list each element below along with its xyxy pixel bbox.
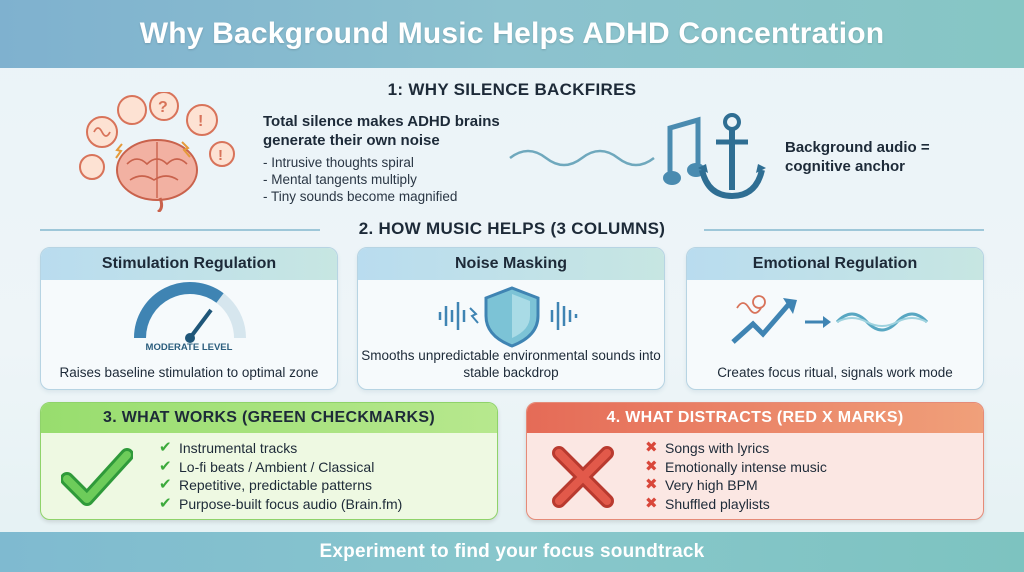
check-icon: ✔ — [159, 476, 172, 493]
item-label: Very high BPM — [665, 477, 758, 493]
item-label: Emotionally intense music — [665, 458, 827, 475]
brain-question-1: ? — [158, 99, 168, 116]
x-icon: ✖ — [645, 494, 658, 512]
header-banner: Why Background Music Helps ADHD Concentr… — [0, 0, 1024, 68]
divider-right — [704, 229, 984, 231]
gauge-label: MODERATE LEVEL — [145, 342, 233, 353]
list-item: ✔ Lo-fi beats / Ambient / Classical — [159, 458, 402, 477]
what-distracts-list: ✖ Songs with lyrics ✖ Emotionally intense … — [645, 439, 827, 513]
section2-divider — [40, 219, 984, 239]
x-icon: ✖ — [645, 457, 658, 475]
card-body: Smooths unpredictable environmental soun… — [358, 280, 664, 389]
card-heading: Stimulation Regulation — [41, 248, 337, 280]
section2-title: 2. HOW MUSIC HELPS (3 COLUMNS) — [358, 219, 666, 238]
x-icon: ✖ — [645, 476, 658, 493]
big-x-icon — [552, 446, 614, 508]
list-item: ✖ Songs with lyrics — [645, 439, 827, 458]
item-label: Songs with lyrics — [665, 440, 770, 456]
check-icon: ✔ — [159, 439, 172, 456]
what-works-list: ✔ Instrumental tracks ✔ Lo-fi beats / Ambi… — [159, 439, 402, 513]
card-body: Creates focus ritual, signals work mode — [687, 280, 983, 389]
item-label: Purpose-built focus audio (Brain.fm) — [179, 495, 403, 512]
silence-bullets: - Intrusive thoughts spiral - Mental tan… — [263, 154, 543, 205]
what-distracts-box: 4. WHAT DISTRACTS (RED X MARKS) ✖ Songs w… — [526, 402, 984, 520]
what-distracts-title: 4. WHAT DISTRACTS (RED X MARKS) — [527, 403, 983, 433]
wavy-connector-icon — [509, 149, 655, 167]
overwhelmed-brain-icon: ? ! ! — [79, 92, 235, 212]
card-heading: Noise Masking — [358, 248, 664, 280]
what-works-box: 3. WHAT WORKS (GREEN CHECKMARKS) ✔ Instru… — [40, 402, 498, 520]
silence-explanation: Total silence makes ADHD brains generate… — [263, 112, 543, 205]
wave-arrow-icon — [731, 295, 929, 344]
music-anchor-icon — [663, 113, 766, 200]
card-text: Raises baseline stimulation to optimal z… — [59, 365, 319, 380]
card-text: Smooths unpredictable environmental soun… — [361, 348, 661, 380]
card-stimulation-regulation: Stimulation Regulation MODERATE LEVEL Ra… — [40, 247, 338, 390]
list-item: ✖ Very high BPM — [645, 476, 827, 495]
list-item: ✖ Emotionally intense music — [645, 458, 827, 477]
x-icon: ✖ — [645, 439, 658, 456]
gauge-icon — [134, 282, 246, 343]
silence-lead: Total silence makes ADHD brains generate… — [263, 113, 500, 149]
list-item: ✔ Instrumental tracks — [159, 439, 402, 458]
page-title: Why Background Music Helps ADHD Concentr… — [139, 17, 885, 50]
card-body: MODERATE LEVEL Raises baseline stimulati… — [41, 280, 337, 389]
divider-left — [40, 229, 320, 231]
shield-icon — [438, 286, 578, 348]
card-text: Creates focus ritual, signals work mode — [717, 365, 953, 380]
silence-bullet: - Tiny sounds become magnified — [263, 189, 458, 204]
check-icon: ✔ — [159, 494, 172, 512]
footer-banner: Experiment to find your focus soundtrack — [0, 532, 1024, 572]
check-icon: ✔ — [159, 457, 172, 475]
brain-exclaim-2: ! — [218, 147, 223, 164]
item-label: Instrumental tracks — [179, 440, 298, 456]
silence-bullet: - Mental tangents multiply — [263, 172, 417, 187]
section1-title: 1: WHY SILENCE BACKFIRES — [387, 80, 637, 99]
silence-bullet: - Intrusive thoughts spiral — [263, 155, 414, 170]
card-heading: Emotional Regulation — [687, 248, 983, 280]
list-item: ✔ Purpose-built focus audio (Brain.fm) — [159, 495, 402, 514]
item-label: Lo-fi beats / Ambient / Classical — [179, 458, 375, 475]
list-item: ✔ Repetitive, predictable patterns — [159, 476, 402, 495]
anchor-text: Background audio = cognitive anchor — [785, 139, 930, 175]
card-noise-masking: Noise Masking Smooths unpredictable envi… — [357, 247, 665, 390]
list-item: ✖ Shuffled playlists — [645, 495, 827, 514]
card-emotional-regulation: Emotional Regulation Creates focus ritua… — [686, 247, 984, 390]
item-label: Shuffled playlists — [665, 495, 770, 512]
footer-text: Experiment to find your focus soundtrack — [319, 541, 705, 562]
brain-exclaim-1: ! — [198, 113, 203, 130]
what-works-title: 3. WHAT WORKS (GREEN CHECKMARKS) — [41, 403, 497, 433]
big-checkmark-icon — [61, 448, 133, 506]
item-label: Repetitive, predictable patterns — [179, 477, 372, 493]
